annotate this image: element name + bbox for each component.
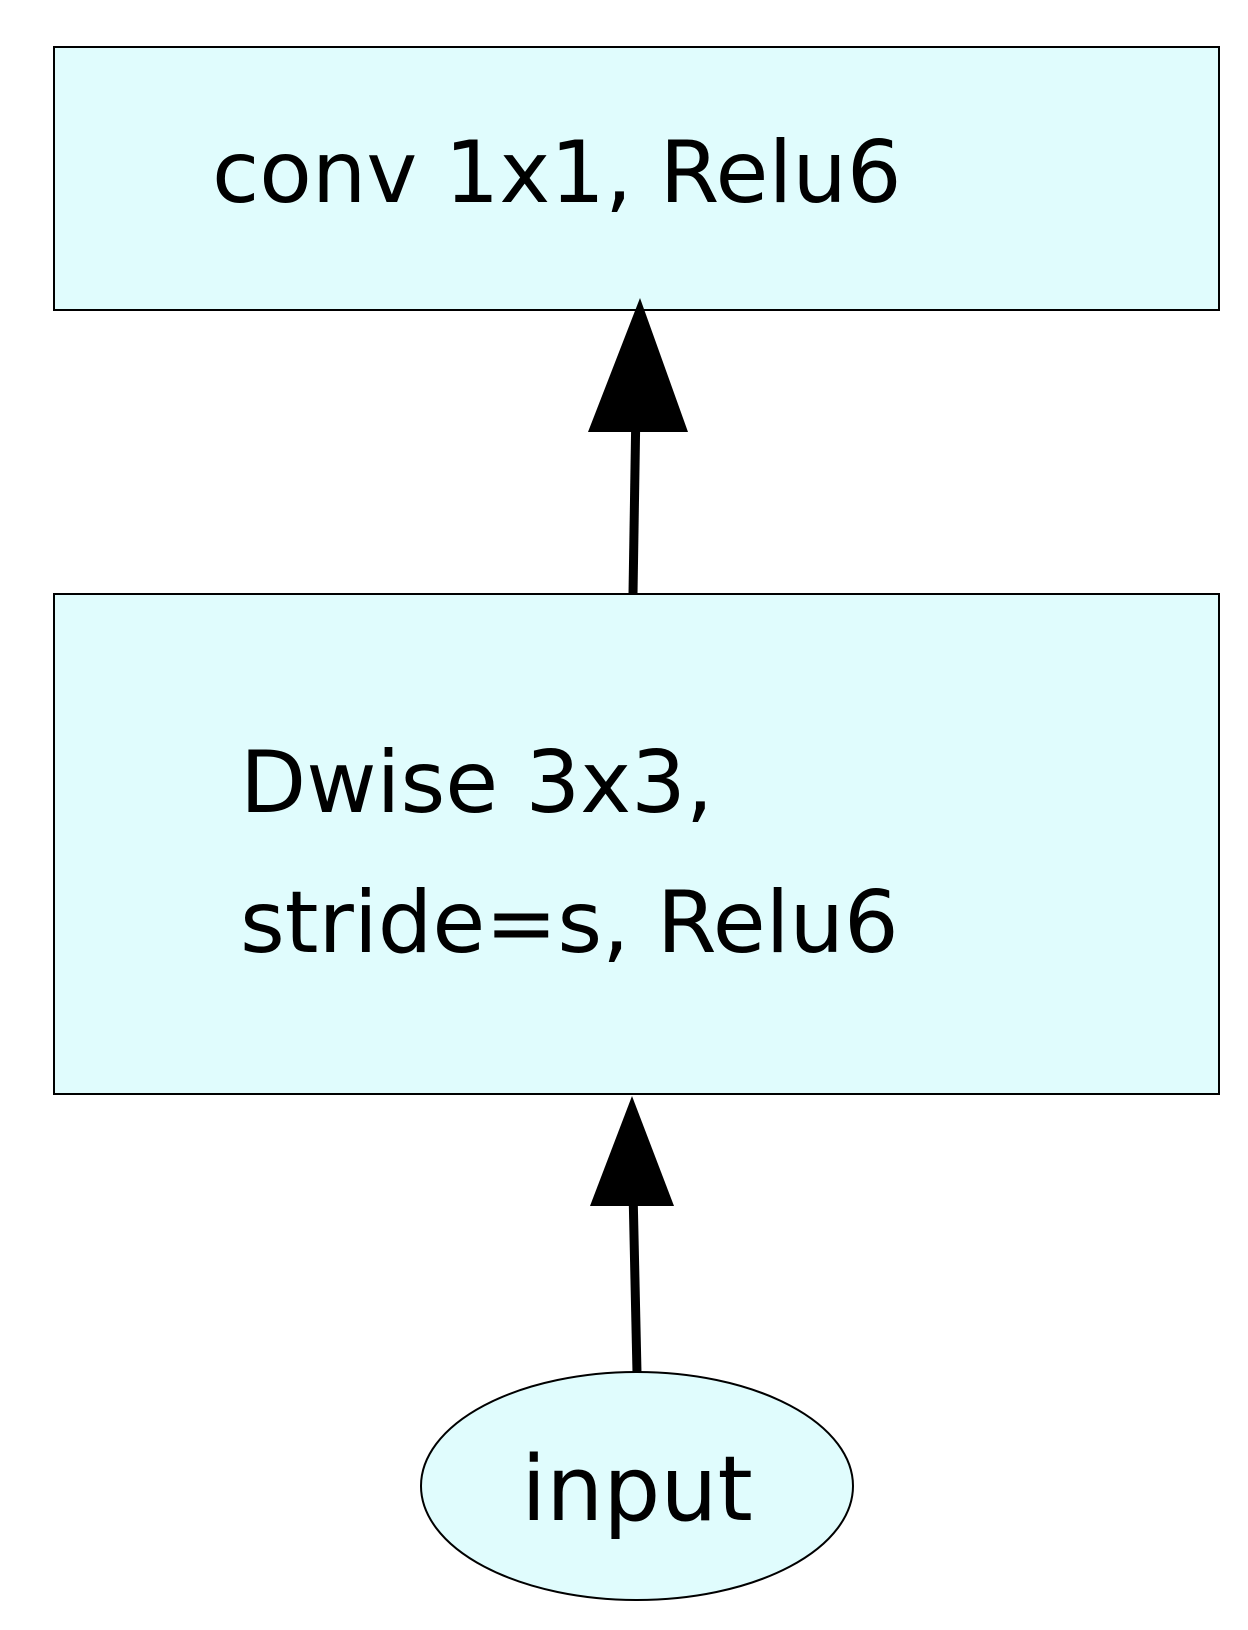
dwise-node-label-line-1: Dwise 3x3, bbox=[240, 733, 713, 833]
input-node-ellipse bbox=[420, 1371, 854, 1601]
edge-input-to-dwise-arrowhead bbox=[590, 1096, 674, 1206]
dwise-node: Dwise 3x3, stride=s, Relu6 bbox=[53, 593, 1220, 1095]
dwise-node-label-line-2: stride=s, Relu6 bbox=[240, 873, 899, 973]
input-node: input bbox=[420, 1371, 854, 1601]
edge-input-to-dwise bbox=[590, 1096, 674, 1374]
edge-dwise-to-conv-arrowhead bbox=[588, 298, 688, 432]
edge-dwise-to-conv-line bbox=[628, 404, 641, 595]
dwise-node-box bbox=[53, 593, 1220, 1095]
edge-dwise-to-conv bbox=[588, 298, 688, 595]
conv-node-box bbox=[53, 46, 1220, 311]
conv-node-label: conv 1x1, Relu6 bbox=[212, 123, 902, 223]
conv-node: conv 1x1, Relu6 bbox=[53, 46, 1220, 311]
edge-input-to-dwise-line bbox=[628, 1189, 642, 1374]
input-node-label: input bbox=[521, 1437, 753, 1542]
